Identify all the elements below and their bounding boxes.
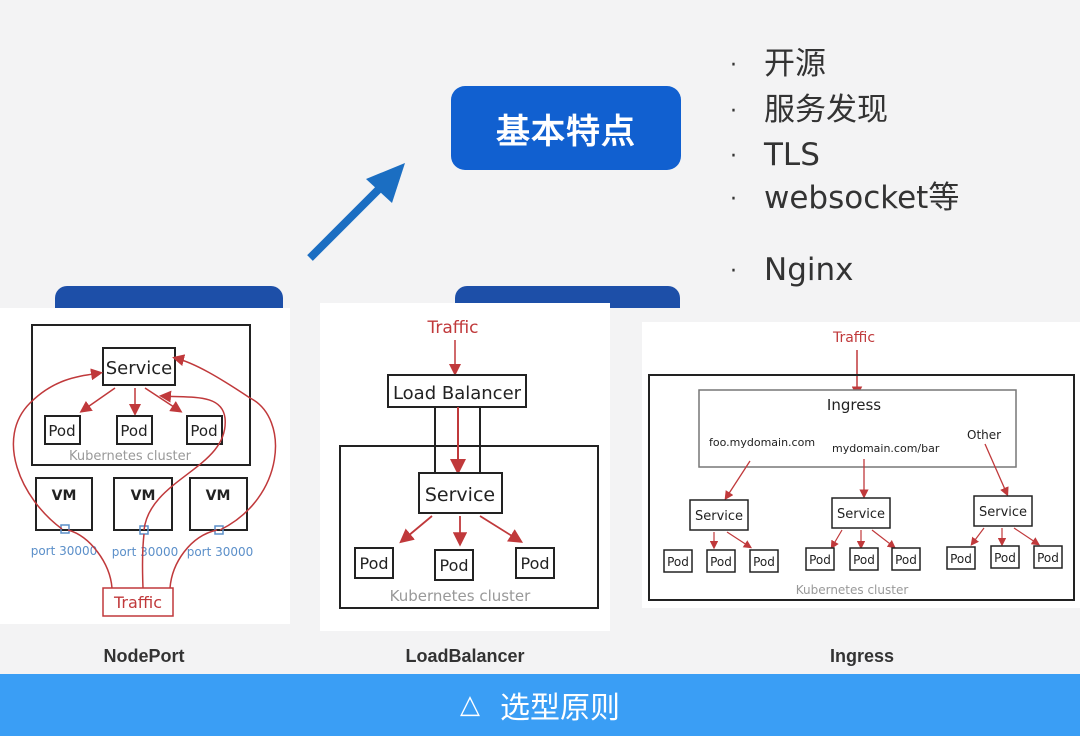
up-right-arrow-icon [307,163,405,261]
service-box [418,472,503,514]
bullet-icon: · [730,98,737,124]
cluster-label: Kubernetes cluster [390,587,532,605]
pod-box [116,415,153,445]
feature-item: · Nginx [730,250,853,292]
loadbalancer-caption: LoadBalancer [405,646,525,666]
pod-box [663,549,693,573]
vm-label: VM [206,488,231,504]
traffic-label: Traffic [113,593,162,612]
pod-label: Pod [359,554,388,573]
load-balancer-box [387,374,527,408]
nodeport-caption: NodePort [103,646,185,666]
route-label: foo.mydomain.com [709,436,815,449]
pod-label: Pod [753,555,775,569]
traffic-label: Traffic [832,330,875,346]
pod-label: Pod [667,555,689,569]
pod-box [515,547,555,579]
route-label: mydomain.com/bar [832,442,940,455]
pod-label: Pod [120,422,147,440]
service-label: Service [837,507,885,522]
pod-box [749,549,779,573]
port-label: port 30000 [187,545,254,559]
traffic-label: Traffic [426,318,478,338]
vm-label: VM [131,488,156,504]
pod-label: Pod [994,551,1016,565]
loadbalancer-diagram: Traffic Load Balancer Service Pod Pod Po… [320,303,610,631]
feature-label: websocket等 [764,180,960,216]
cluster-box [31,324,251,466]
pod-label: Pod [1037,551,1059,565]
feature-label: 开源 [764,46,826,82]
traffic-box [102,587,174,617]
feature-item: · TLS [730,135,820,177]
pod-label: Pod [950,552,972,566]
port-label: port 30000 [112,545,179,559]
feature-item: · 服务发现 [730,90,888,132]
service-box [102,347,176,386]
pod-label: Pod [809,553,831,567]
pod-box [706,549,736,573]
pod-box [1033,545,1063,569]
bullet-icon: · [730,258,737,284]
pod-label: Pod [190,422,217,440]
pod-label: Pod [520,554,549,573]
service-label: Service [979,505,1027,520]
bullet-icon: · [730,143,737,169]
triangle-icon: △ [460,690,480,720]
service-box [973,495,1033,527]
pod-box [946,546,976,570]
bullet-icon: · [730,52,737,78]
pod-box [990,545,1020,569]
basic-features-badge: 基本特点 [451,86,681,170]
route-label: Other [967,428,1001,442]
service-label: Service [106,358,173,379]
service-label: Service [695,509,743,524]
nodeport-diagram: Service Pod Pod Pod Kubernetes cluster V… [0,308,290,624]
service-box [831,497,891,529]
service-box [689,499,749,531]
cluster-box [339,445,599,609]
ingress-caption: Ingress [829,646,895,666]
cluster-box [648,374,1075,601]
ingress-diagram: Traffic Ingress foo.mydomain.com mydomai… [642,322,1080,608]
cluster-label: Kubernetes cluster [69,449,192,464]
feature-label: Nginx [764,252,854,288]
pod-box [44,415,81,445]
pod-label: Pod [48,422,75,440]
ingress-label: Ingress [827,396,881,414]
pod-box [354,547,394,579]
pod-box [891,547,921,571]
feature-label: TLS [764,137,820,173]
pod-label: Pod [439,556,468,575]
vm-box [35,477,93,531]
feature-item: · 开源 [730,44,826,86]
cluster-label: Kubernetes cluster [796,583,909,597]
pod-label: Pod [853,553,875,567]
vm-box [189,477,248,531]
hidden-badge-left [55,286,283,308]
vm-box [113,477,173,531]
ingress-box [698,389,1017,468]
banner-label: 选型原则 [500,691,620,726]
pod-label: Pod [710,555,732,569]
bullet-icon: · [730,186,737,212]
pod-box [849,547,879,571]
port-label: port 30000 [31,544,98,558]
service-label: Service [425,484,495,506]
vm-label: VM [52,488,77,504]
pod-box [805,547,835,571]
feature-label: 服务发现 [764,92,888,128]
selection-principles-banner: △ 选型原则 [0,674,1080,736]
hidden-badge-right [455,286,680,308]
pod-label: Pod [895,553,917,567]
load-balancer-label: Load Balancer [393,383,522,404]
feature-item: · websocket等 [730,178,959,220]
pod-box [434,549,474,581]
pod-box [186,415,223,445]
